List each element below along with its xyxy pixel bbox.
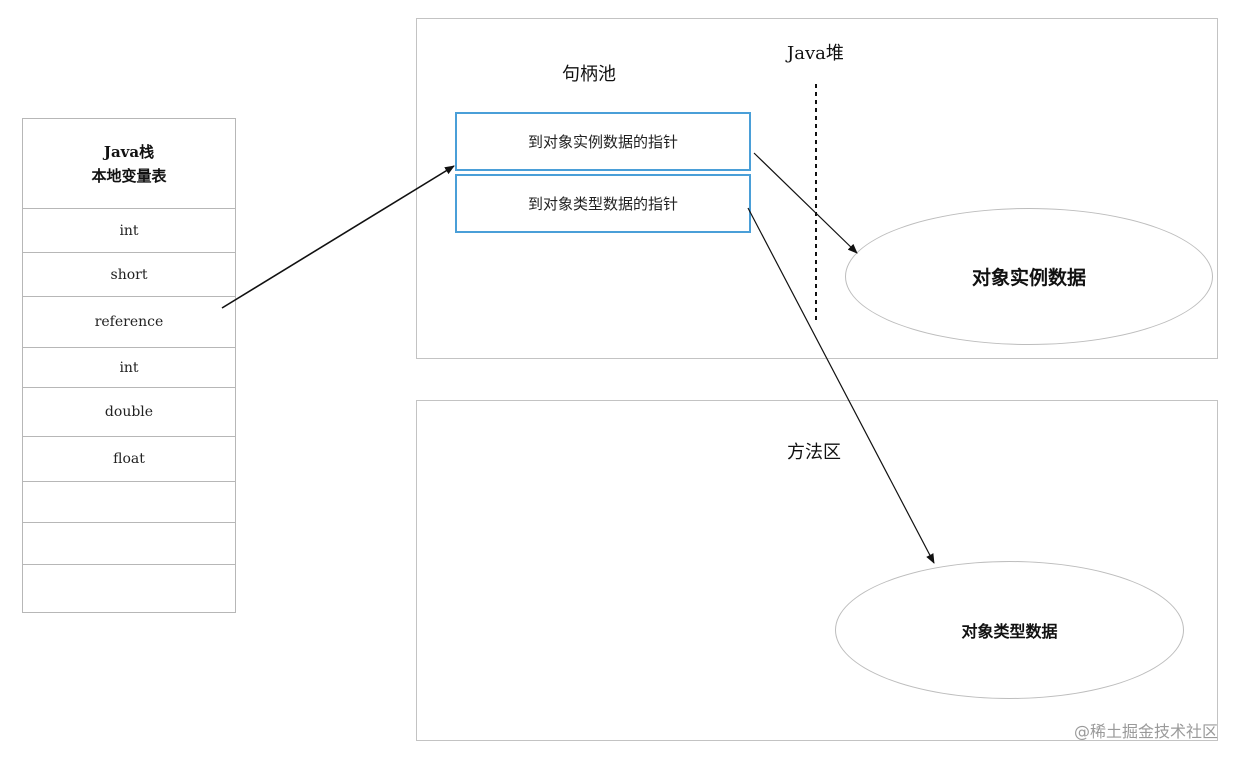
instance-data-ellipse: 对象实例数据 bbox=[845, 208, 1213, 345]
stack-row: short bbox=[23, 252, 235, 296]
stack-subtitle: 本地变量表 bbox=[91, 166, 167, 185]
stack-row: int bbox=[23, 208, 235, 252]
stack-title: Java栈 bbox=[103, 142, 155, 161]
stack-row: float bbox=[23, 436, 235, 481]
method-area-box bbox=[416, 400, 1218, 741]
type-data-ellipse: 对象类型数据 bbox=[835, 561, 1184, 699]
reference-to-handle-arrow bbox=[221, 165, 455, 309]
watermark-text: @稀土掘金技术社区 bbox=[1073, 722, 1218, 741]
stack-row-reference: reference bbox=[23, 296, 235, 347]
stack-row: double bbox=[23, 387, 235, 436]
instance-data-label: 对象实例数据 bbox=[971, 267, 1086, 289]
stack-row bbox=[23, 522, 235, 564]
java-stack-table: Java栈 本地变量表 int short reference int doub… bbox=[22, 118, 236, 613]
type-data-label: 对象类型数据 bbox=[961, 622, 1058, 641]
method-area-label: 方法区 bbox=[787, 442, 841, 463]
handle-to-type-arrow bbox=[747, 207, 935, 564]
stack-row bbox=[23, 481, 235, 522]
stack-row: int bbox=[23, 347, 235, 387]
stack-header: Java栈 本地变量表 bbox=[23, 119, 235, 208]
handle-pool-label: 句柄池 bbox=[562, 64, 616, 85]
handle-to-instance-arrow bbox=[753, 152, 858, 254]
handle-cell-type-pointer: 到对象类型数据的指针 bbox=[455, 174, 751, 233]
stack-row bbox=[23, 564, 235, 614]
handle-cell-instance-pointer: 到对象实例数据的指针 bbox=[455, 112, 751, 171]
java-heap-label: Java堆 bbox=[787, 43, 844, 64]
